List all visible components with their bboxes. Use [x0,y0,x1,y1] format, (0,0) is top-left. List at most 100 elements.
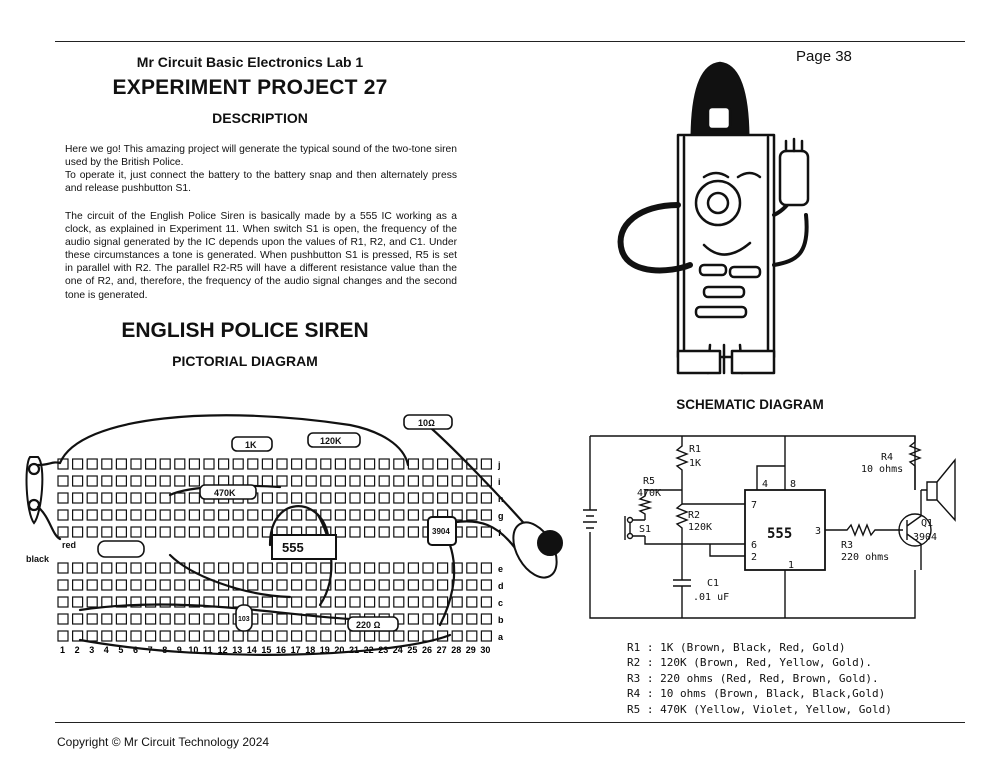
breadboard-column-label: 25 [407,645,417,655]
breadboard-hole [451,596,463,608]
breadboard-hole [407,613,419,625]
breadboard-hole [378,509,390,521]
breadboard-hole [159,475,171,487]
breadboard-hole [349,509,361,521]
breadboard-hole [422,579,434,591]
pictorial-diagram-title: PICTORIAL DIAGRAM [172,353,318,369]
breadboard-hole [305,475,317,487]
breadboard-hole [349,458,361,470]
breadboard-hole [57,509,69,521]
pin-6: 6 [751,540,757,551]
speaker [512,521,563,579]
legend-line: R2 : 120K (Brown, Red, Yellow, Gold). [627,656,873,670]
breadboard-hole [188,509,200,521]
breadboard-hole [174,526,186,538]
breadboard-row-label: g [498,511,504,521]
r3-label: 220 Ω [356,620,381,630]
schem-r1: R1 [689,444,701,455]
breadboard-hole [247,526,259,538]
breadboard-hole [188,579,200,591]
breadboard-hole [305,579,317,591]
breadboard-column-label: 15 [261,645,271,655]
breadboard-hole [437,458,449,470]
breadboard-hole [466,579,478,591]
breadboard-hole [159,492,171,504]
breadboard-hole [71,562,84,574]
breadboard-column-label: 18 [305,645,315,655]
breadboard-hole [364,475,376,487]
breadboard-hole [261,492,273,504]
breadboard-hole [188,492,200,504]
breadboard-hole [159,579,171,591]
breadboard-hole [320,630,332,642]
breadboard-hole [378,630,390,642]
schem-r5: R5 [643,476,655,487]
breadboard-hole [305,596,317,608]
breadboard-hole [188,458,200,470]
breadboard-hole [364,509,376,521]
breadboard-hole [57,613,69,625]
breadboard-hole [174,579,186,591]
breadboard-column-label: 10 [188,645,198,655]
breadboard-hole [276,630,288,642]
red-wire-label: red [62,540,76,550]
breadboard-hole [86,492,98,504]
breadboard-hole [261,562,273,574]
breadboard-column-label: 9 [177,645,182,655]
breadboard-hole [466,492,478,504]
breadboard-hole [334,458,346,470]
breadboard-hole [378,562,390,574]
breadboard-hole [349,562,361,574]
breadboard-hole [101,492,113,504]
breadboard-hole [480,596,492,608]
breadboard-hole [232,630,244,642]
schem-r2-val: 120K [688,522,712,533]
breadboard-hole [334,630,346,642]
breadboard-hole [422,596,434,608]
legend-line: R1 : 1K (Brown, Black, Red, Gold) [627,641,846,654]
ic-label: 555 [282,540,304,555]
breadboard-hole [159,526,171,538]
schem-s1: S1 [639,524,651,535]
breadboard-column-label: 13 [232,645,242,655]
breadboard-hole [291,562,303,574]
breadboard-hole [291,579,303,591]
resistor-color-legend: R1 : 1K (Brown, Black, Red, Gold) R2 : 1… [627,640,892,717]
breadboard-hole [86,509,98,521]
breadboard-hole [364,596,376,608]
breadboard-column-label: 1 [60,645,65,655]
breadboard-hole [334,596,346,608]
breadboard-hole [232,458,244,470]
breadboard-hole [203,509,215,521]
schem-r4-val: 10 ohms [861,464,903,475]
breadboard-hole [130,526,142,538]
top-rule [55,41,965,42]
breadboard-hole [480,526,492,538]
capacitor-c1 [235,604,253,632]
breadboard-hole [247,630,259,642]
breadboard-hole [407,475,419,487]
breadboard-hole [57,475,69,487]
breadboard-hole [57,630,69,642]
breadboard-hole [276,579,288,591]
breadboard-hole [261,526,273,538]
breadboard-hole [57,526,69,538]
breadboard-hole [159,596,171,608]
r4-label: 10Ω [418,418,435,428]
breadboard-hole [437,562,449,574]
breadboard-hole [276,562,288,574]
legend-line: R5 : 470K (Yellow, Violet, Yellow, Gold) [627,702,892,716]
breadboard-hole [291,509,303,521]
breadboard-hole [349,475,361,487]
breadboard-hole [203,458,215,470]
breadboard-hole [451,630,463,642]
breadboard-hole [115,630,128,642]
breadboard-hole [466,509,478,521]
breadboard-hole [159,613,171,625]
breadboard-hole [393,526,405,538]
breadboard-row-label: c [498,598,503,608]
breadboard-hole [144,475,157,487]
led-body [97,540,145,558]
schem-r3: R3 [841,540,853,551]
